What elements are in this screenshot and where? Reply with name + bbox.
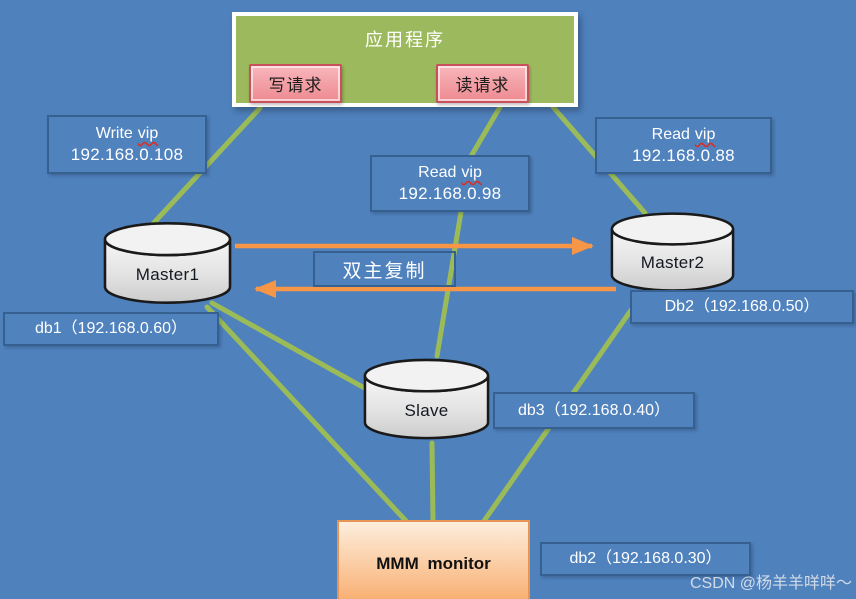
- csdn-watermark: CSDN @杨羊羊咩咩～: [689, 575, 852, 592]
- database-cylinder-icon: [103, 222, 232, 304]
- dual-master-replication-label: 双主复制: [313, 251, 456, 287]
- read-vip-98-ip: 192.168.0.98: [398, 184, 502, 203]
- write-request-label: 写请求: [268, 76, 323, 95]
- slave-label: Slave: [404, 401, 449, 420]
- db1-ip-label: db1（192.168.0.60）: [3, 312, 219, 346]
- db3-ip-label: db3（192.168.0.40）: [493, 392, 695, 429]
- mmm-monitor-box: MMM monitor: [337, 520, 530, 599]
- master2-database-cylinder: Master2: [610, 211, 735, 295]
- master2-label: Master2: [640, 253, 705, 272]
- application-title: 应用程序: [365, 30, 445, 50]
- master1-label: Master1: [135, 265, 200, 284]
- read-request-button: 读请求: [436, 64, 529, 103]
- db2-master2-ip-label: Db2（192.168.0.50）: [630, 290, 854, 324]
- read-vip-88-ip: 192.168.0.88: [632, 146, 735, 165]
- write-request-button: 写请求: [249, 64, 342, 103]
- read-request-label: 读请求: [455, 76, 510, 95]
- line-slave-to-monitor: [429, 440, 436, 524]
- line-master1-to-monitor: [204, 304, 409, 524]
- mmm-monitor-label: MMM monitor: [376, 554, 491, 573]
- slave-database-cylinder: Slave: [363, 357, 490, 443]
- database-cylinder-icon: [610, 212, 735, 292]
- line-master1-to-slave: [209, 300, 371, 393]
- write-vip-ip: 192.168.0.108: [70, 145, 184, 164]
- application-box: 应用程序 写请求 读请求: [232, 12, 578, 107]
- line-read-to-slave: [434, 104, 503, 359]
- database-cylinder-icon: [363, 358, 490, 440]
- db2-monitor-ip-label: db2（192.168.0.30）: [540, 542, 751, 576]
- master1-database-cylinder: Master1: [103, 221, 232, 307]
